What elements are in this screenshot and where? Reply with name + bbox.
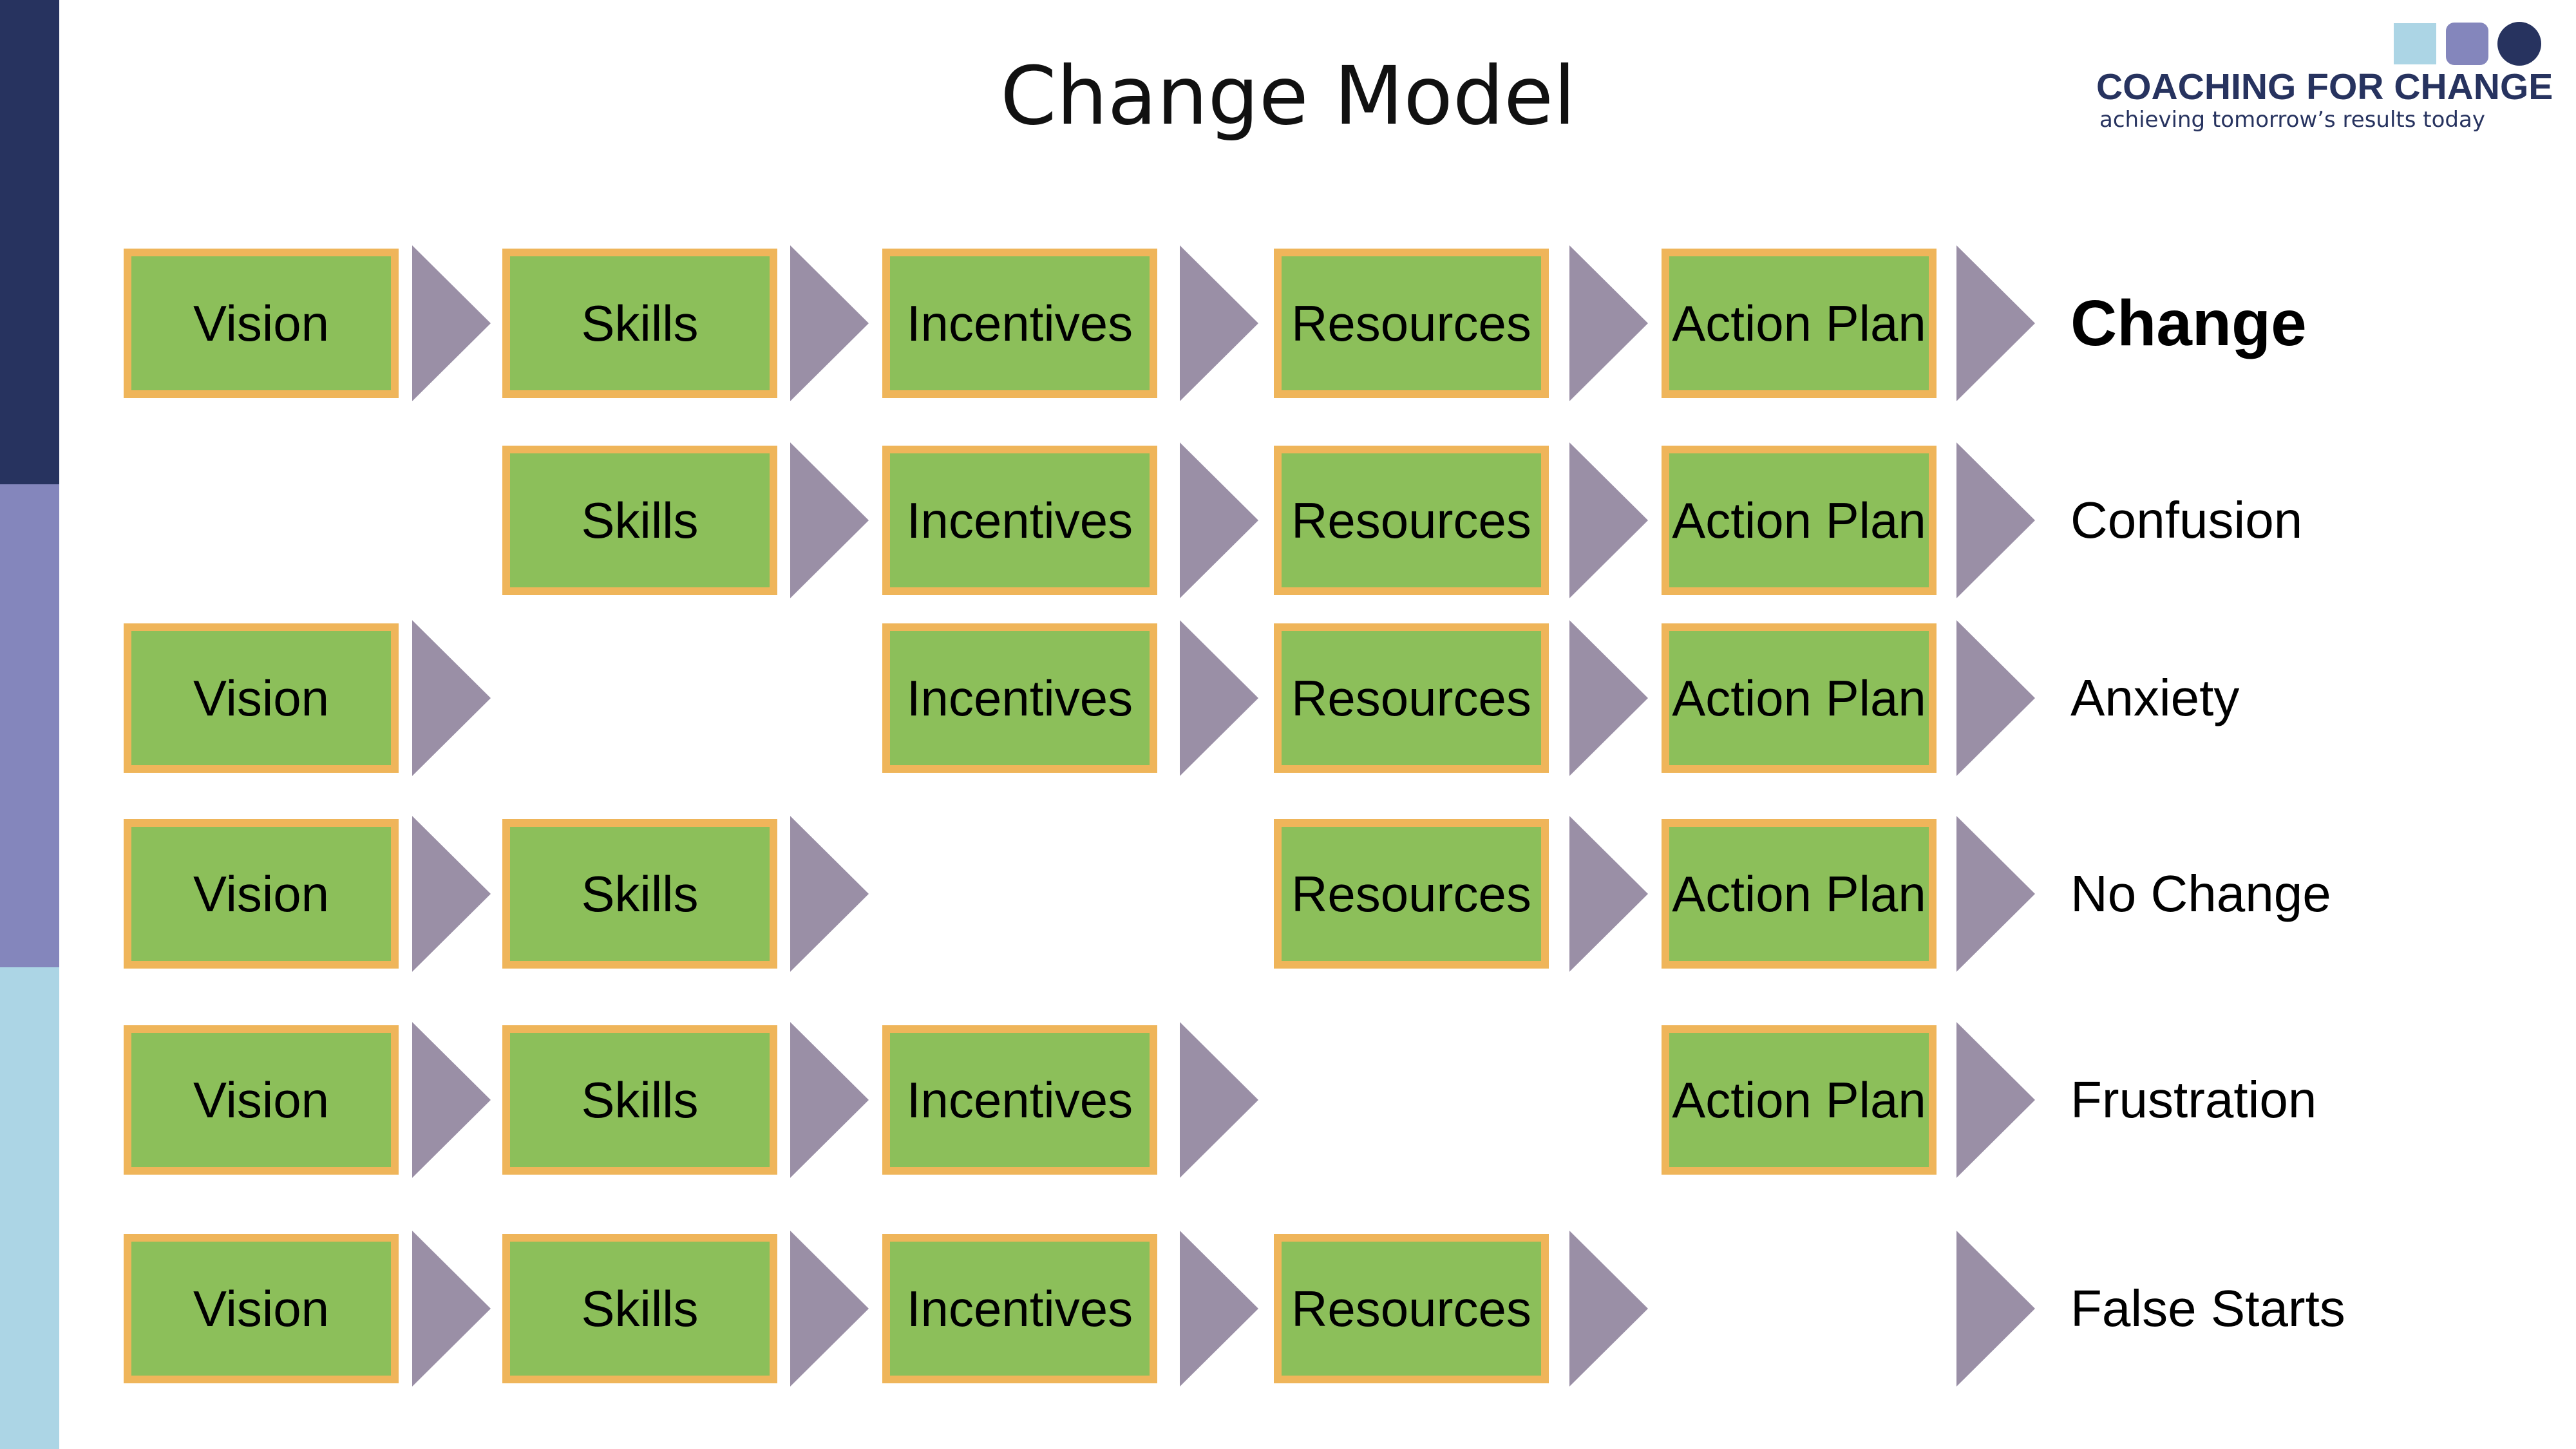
chevron-arrow-shape (412, 620, 491, 776)
chevron-arrow-icon (1956, 816, 2035, 972)
logo-tagline: achieving tomorrow’s results today (2099, 107, 2485, 133)
chevron-arrow-shape (790, 816, 869, 972)
chevron-arrow-icon (790, 1022, 869, 1178)
chevron-arrow-icon (790, 1231, 869, 1387)
box-action-plan: Action Plan (1662, 446, 1937, 595)
chevron-arrow-shape (1956, 816, 2035, 972)
chevron-arrow-icon (790, 442, 869, 598)
box-resources: Resources (1274, 446, 1549, 595)
outcome-label: False Starts (2070, 1280, 2345, 1337)
chevron-arrow-shape (1180, 245, 1258, 401)
chevron-arrow-shape (412, 816, 491, 972)
box-vision: Vision (124, 249, 399, 398)
side-bar-dark (0, 0, 59, 484)
box-vision: Vision (124, 623, 399, 773)
chevron-arrow-icon (412, 620, 491, 776)
box-action-plan: Action Plan (1662, 1025, 1937, 1175)
outcome-label: Frustration (2070, 1071, 2317, 1128)
chevron-arrow-icon (412, 816, 491, 972)
chevron-arrow-icon (1956, 1022, 2035, 1178)
chevron-arrow-icon (1180, 245, 1258, 401)
side-bar-mid (0, 484, 59, 967)
chevron-arrow-shape (412, 1231, 491, 1387)
box-skills: Skills (502, 1234, 777, 1383)
box-action-plan: Action Plan (1662, 623, 1937, 773)
box-incentives: Incentives (882, 249, 1157, 398)
chevron-arrow-shape (790, 442, 869, 598)
side-bar-light (0, 967, 59, 1449)
chevron-arrow-shape (1569, 620, 1648, 776)
chevron-arrow-icon (1956, 620, 2035, 776)
chevron-arrow-shape (412, 245, 491, 401)
chevron-arrow-shape (1956, 1022, 2035, 1178)
chevron-arrow-icon (1569, 442, 1648, 598)
box-vision: Vision (124, 1025, 399, 1175)
chevron-arrow-icon (412, 1022, 491, 1178)
chevron-arrow-shape (1956, 620, 2035, 776)
box-incentives: Incentives (882, 446, 1157, 595)
chevron-arrow-icon (1956, 1231, 2035, 1387)
chevron-arrow-shape (1569, 1231, 1648, 1387)
chevron-arrow-shape (1569, 245, 1648, 401)
outcome-label: Anxiety (2070, 669, 2240, 726)
chevron-arrow-icon (1569, 816, 1648, 972)
box-skills: Skills (502, 1025, 777, 1175)
logo: COACHING FOR CHANGE achieving tomorrow’s… (2096, 19, 2560, 138)
chevron-arrow-shape (790, 1231, 869, 1387)
chevron-arrow-shape (790, 245, 869, 401)
box-skills: Skills (502, 819, 777, 969)
chevron-arrow-icon (790, 245, 869, 401)
outcome-label: Confusion (2070, 491, 2303, 549)
box-skills: Skills (502, 249, 777, 398)
chevron-arrow-icon (1956, 245, 2035, 401)
chevron-arrow-shape (1956, 245, 2035, 401)
chevron-arrow-icon (1180, 1022, 1258, 1178)
box-vision: Vision (124, 1234, 399, 1383)
chevron-arrow-icon (412, 245, 491, 401)
box-action-plan: Action Plan (1662, 819, 1937, 969)
logo-name: COACHING FOR CHANGE (2096, 66, 2553, 108)
slide-title: Change Model (1000, 50, 1576, 143)
chevron-arrow-shape (1569, 816, 1648, 972)
box-resources: Resources (1274, 1234, 1549, 1383)
chevron-arrow-shape (1180, 1022, 1258, 1178)
logo-square-light (2394, 23, 2436, 64)
chevron-arrow-shape (1956, 442, 2035, 598)
box-resources: Resources (1274, 819, 1549, 969)
chevron-arrow-icon (1180, 620, 1258, 776)
outcome-label: No Change (2070, 865, 2331, 922)
logo-square-mid (2446, 23, 2488, 65)
box-incentives: Incentives (882, 1025, 1157, 1175)
chevron-arrow-shape (412, 1022, 491, 1178)
chevron-arrow-shape (1956, 1231, 2035, 1387)
box-vision: Vision (124, 819, 399, 969)
box-resources: Resources (1274, 623, 1549, 773)
chevron-arrow-icon (1180, 442, 1258, 598)
chevron-arrow-shape (1180, 442, 1258, 598)
chevron-arrow-icon (412, 1231, 491, 1387)
box-incentives: Incentives (882, 623, 1157, 773)
chevron-arrow-icon (1569, 1231, 1648, 1387)
logo-circle-dark (2497, 22, 2541, 66)
box-skills: Skills (502, 446, 777, 595)
chevron-arrow-icon (1569, 245, 1648, 401)
chevron-arrow-icon (1569, 620, 1648, 776)
outcome-label: Change (2070, 287, 2307, 359)
chevron-arrow-icon (790, 816, 869, 972)
box-resources: Resources (1274, 249, 1549, 398)
chevron-arrow-icon (1180, 1231, 1258, 1387)
box-action-plan: Action Plan (1662, 249, 1937, 398)
chevron-arrow-icon (1956, 442, 2035, 598)
chevron-arrow-shape (1569, 442, 1648, 598)
box-incentives: Incentives (882, 1234, 1157, 1383)
chevron-arrow-shape (1180, 620, 1258, 776)
chevron-arrow-shape (790, 1022, 869, 1178)
chevron-arrow-shape (1180, 1231, 1258, 1387)
